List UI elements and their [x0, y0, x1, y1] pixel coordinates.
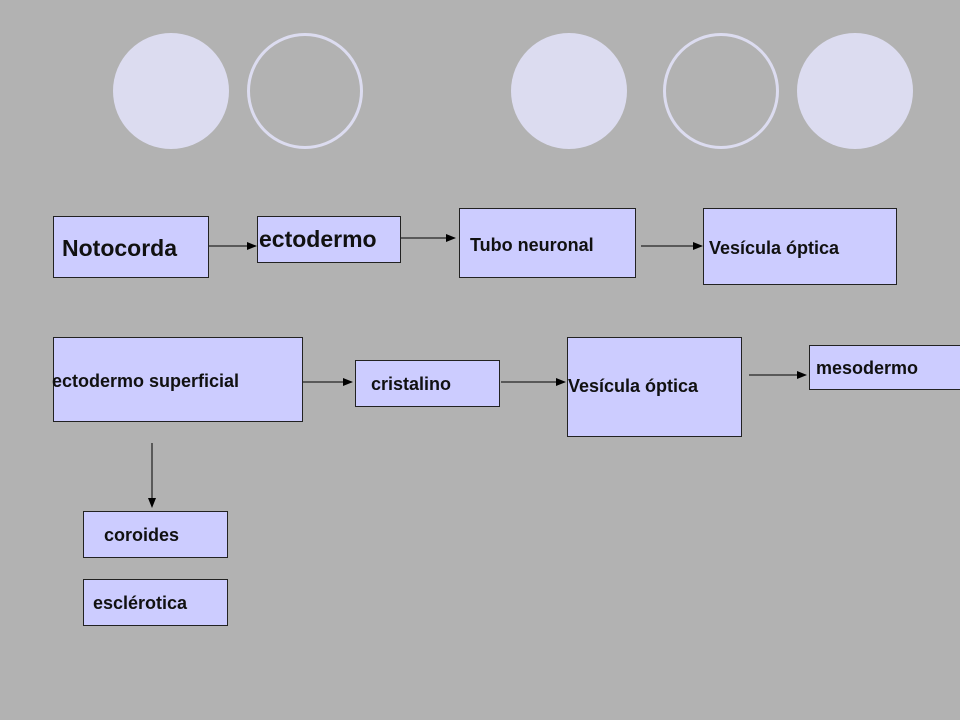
decor-ring-1 [247, 33, 363, 149]
node-notocorda-label: Notocorda [62, 235, 177, 261]
node-vesicula-optica-1-label: Vesícula óptica [709, 238, 840, 258]
node-cristalino-label: cristalino [371, 374, 452, 394]
node-ectodermo-label: ectodermo [259, 226, 377, 252]
node-vesicula-optica-2: Vesícula óptica [567, 337, 742, 437]
decor-circle-1 [113, 33, 229, 149]
node-ectodermo-superficial: ectodermo superficial [52, 337, 303, 422]
node-notocorda: Notocorda [53, 216, 209, 278]
decor-circle-2 [511, 33, 627, 149]
node-ectodermo: ectodermo [257, 216, 401, 263]
node-coroides-label: coroides [104, 525, 180, 545]
node-vesicula-optica-1: Vesícula óptica [703, 208, 897, 285]
node-coroides: coroides [83, 511, 228, 558]
node-esclerotica-label: esclérotica [93, 593, 188, 613]
node-tubo-neuronal: Tubo neuronal [459, 208, 636, 278]
node-vesicula-optica-2-label: Vesícula óptica [568, 376, 699, 396]
node-mesodermo-label: mesodermo [816, 358, 919, 378]
node-tubo-neuronal-label: Tubo neuronal [470, 235, 594, 255]
node-esclerotica: esclérotica [83, 579, 228, 626]
node-mesodermo: mesodermo [809, 345, 960, 390]
decor-ring-2 [663, 33, 779, 149]
decor-circle-3 [797, 33, 913, 149]
node-ectodermo-superficial-label: ectodermo superficial [52, 371, 240, 391]
node-cristalino: cristalino [355, 360, 500, 407]
